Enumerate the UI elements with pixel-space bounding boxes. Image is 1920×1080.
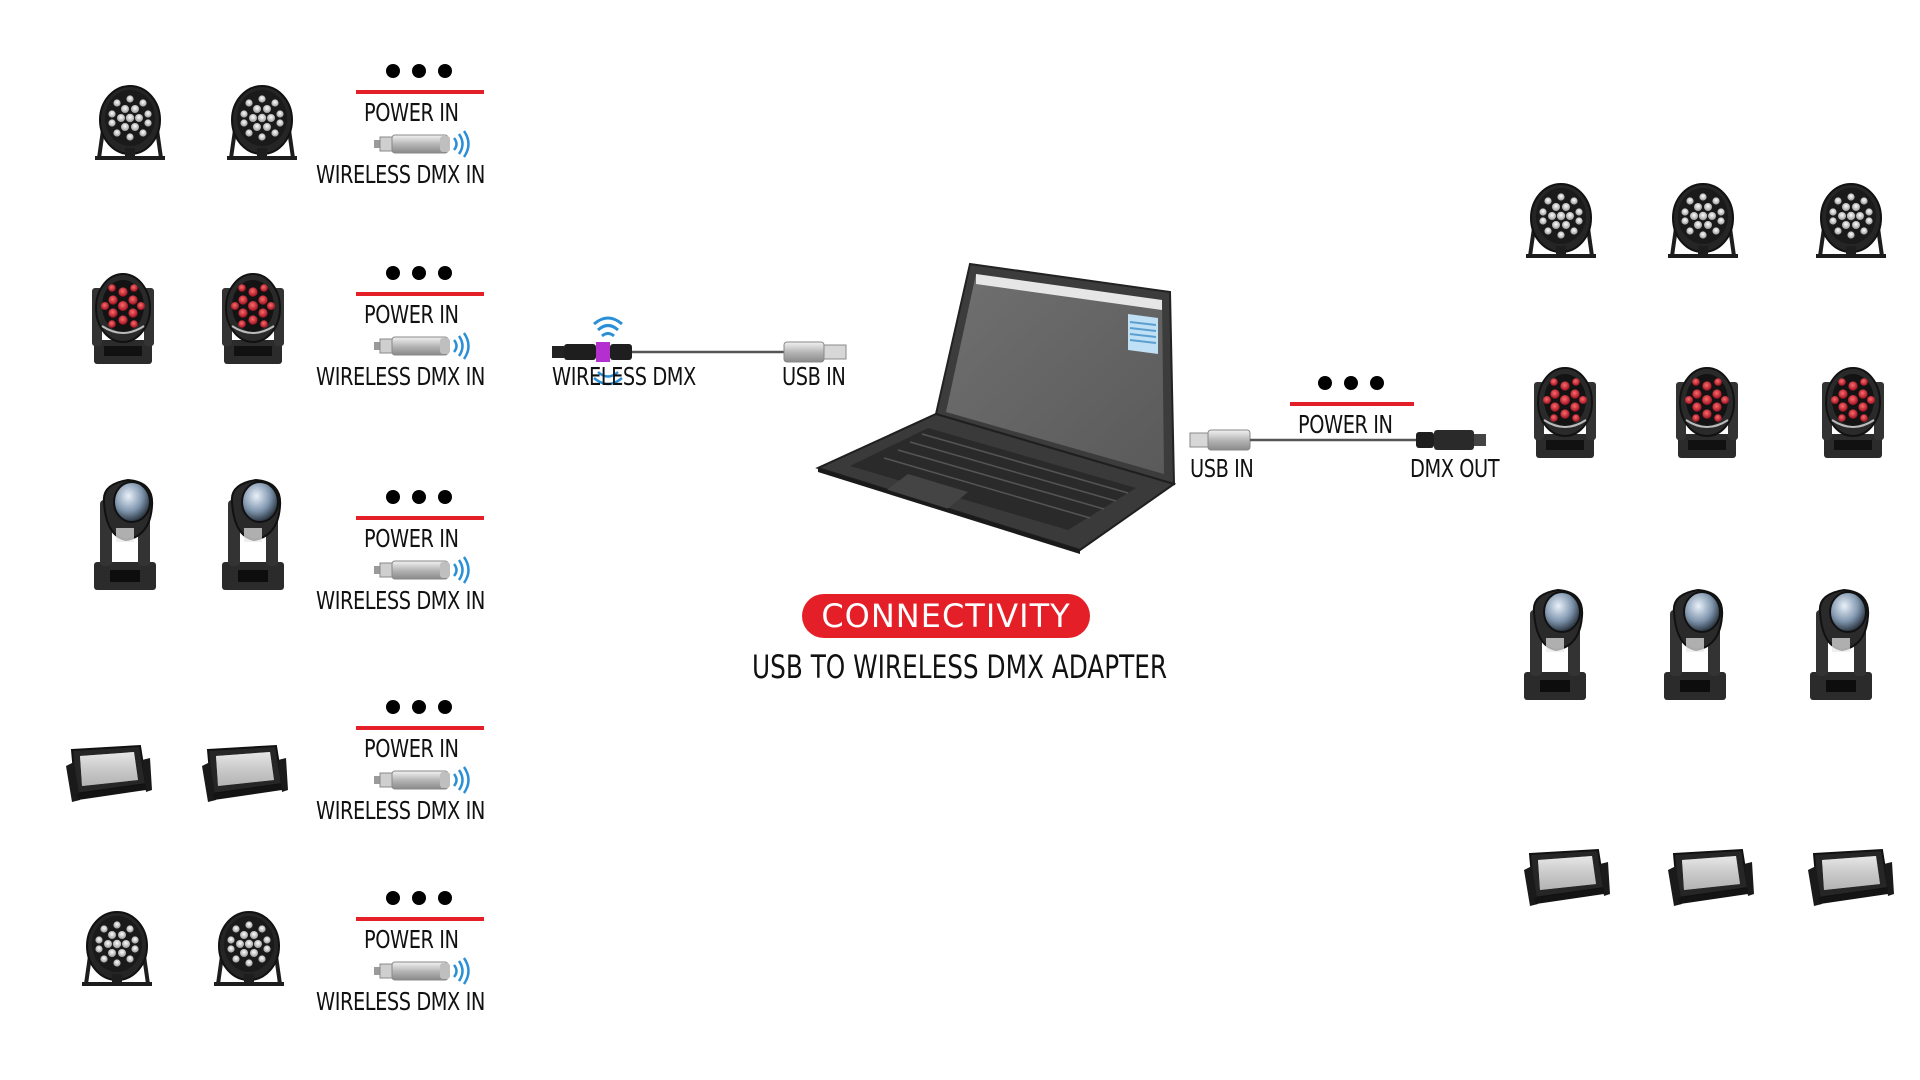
moving-head-icon <box>91 273 155 365</box>
power-indicator-dots <box>386 700 452 714</box>
wireless-dmx-receiver-icon <box>372 555 470 585</box>
connectivity-badge: CONNECTIVITY <box>802 594 1090 638</box>
par-light-icon <box>212 910 286 986</box>
wireless-dmx-in-label: WIRELESS DMX IN <box>316 796 485 825</box>
moving-head-icon <box>1675 367 1739 459</box>
dmx-out-label: DMX OUT <box>1410 454 1500 483</box>
moving-head-icon <box>221 273 285 365</box>
beam-moving-head-icon <box>221 479 285 591</box>
par-light-icon <box>1666 182 1740 258</box>
power-line <box>356 516 484 520</box>
wireless-dmx-receiver-icon <box>372 331 470 361</box>
power-indicator-dots <box>1318 376 1384 390</box>
par-light-icon <box>93 84 167 160</box>
strobe-icon <box>1523 849 1611 907</box>
strobe-icon <box>1667 849 1755 907</box>
wireless-dmx-receiver-icon <box>372 956 470 986</box>
power-line <box>356 726 484 730</box>
usb-in-label: USB IN <box>1190 454 1254 483</box>
strobe-icon <box>65 745 153 803</box>
beam-moving-head-icon <box>1809 589 1873 701</box>
power-line <box>356 917 484 921</box>
par-light-icon <box>1814 182 1888 258</box>
wireless-transmitter-cable <box>552 316 847 386</box>
power-in-label: POWER IN <box>364 734 459 763</box>
power-in-label: POWER IN <box>364 300 459 329</box>
power-in-label: POWER IN <box>364 524 459 553</box>
usb-to-dmx-cable <box>1189 429 1486 451</box>
power-in-label: POWER IN <box>364 925 459 954</box>
wireless-dmx-in-label: WIRELESS DMX IN <box>316 160 485 189</box>
par-light-icon <box>1524 182 1598 258</box>
wireless-dmx-in-label: WIRELESS DMX IN <box>316 586 485 615</box>
power-indicator-dots <box>386 891 452 905</box>
power-indicator-dots <box>386 64 452 78</box>
wireless-dmx-receiver-icon <box>372 129 470 159</box>
strobe-icon <box>201 745 289 803</box>
moving-head-icon <box>1821 367 1885 459</box>
par-light-icon <box>225 84 299 160</box>
moving-head-icon <box>1533 367 1597 459</box>
power-line <box>356 90 484 94</box>
strobe-icon <box>1807 849 1895 907</box>
beam-moving-head-icon <box>1663 589 1727 701</box>
power-indicator-dots <box>386 266 452 280</box>
power-in-label: POWER IN <box>364 98 459 127</box>
diagram-subtitle: USB TO WIRELESS DMX ADAPTER <box>752 648 1168 686</box>
wireless-dmx-label: WIRELESS DMX <box>552 362 696 391</box>
wifi-signal-icon <box>593 316 623 386</box>
beam-moving-head-icon <box>93 479 157 591</box>
wireless-dmx-in-label: WIRELESS DMX IN <box>316 362 485 391</box>
usb-in-label: USB IN <box>782 362 846 391</box>
laptop-icon <box>815 262 1177 554</box>
beam-moving-head-icon <box>1523 589 1587 701</box>
wireless-dmx-receiver-icon <box>372 765 470 795</box>
power-indicator-dots <box>386 490 452 504</box>
wireless-dmx-in-label: WIRELESS DMX IN <box>316 987 485 1016</box>
par-light-icon <box>80 910 154 986</box>
power-line <box>1290 402 1414 406</box>
power-line <box>356 292 484 296</box>
power-in-label: POWER IN <box>1298 410 1393 439</box>
